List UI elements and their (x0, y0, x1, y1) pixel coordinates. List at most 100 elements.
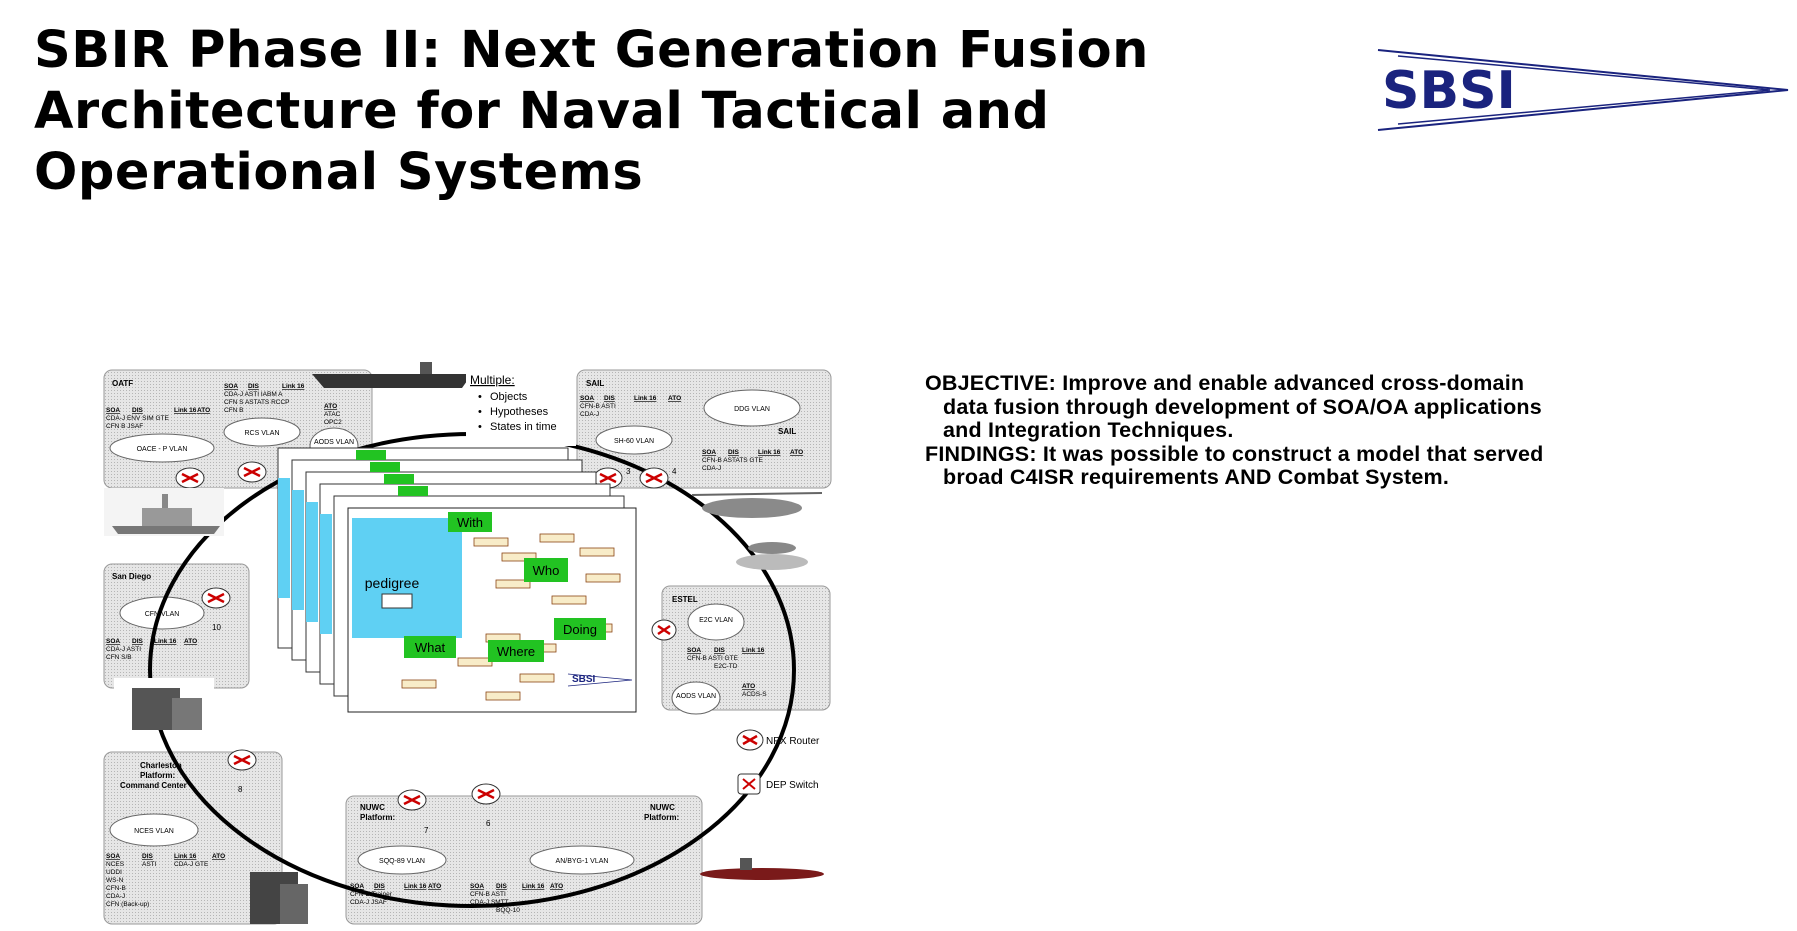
label-what: What (404, 636, 456, 658)
routers: 3 4 10 8 7 6 (175, 461, 677, 835)
cloud-ddg: DDG VLAN (703, 389, 801, 427)
legend-router-icon (736, 729, 764, 751)
cloud-sh60-label: SH-60 VLAN (614, 438, 654, 445)
ch-col-row-1: ASTI (142, 861, 157, 868)
oatf-left-row-2: CFN B JSAF (106, 423, 143, 430)
ch-col-ato: ATO (212, 853, 225, 860)
submarine-image (700, 858, 824, 880)
oatf-top-row-2: CFN S ASTATS RCCP (224, 399, 290, 406)
svg-text:Where: Where (497, 644, 535, 659)
nuwcl-row-2: CDA-J JSAF (350, 899, 387, 906)
ch-col-soa: SOA (106, 853, 120, 860)
estel-col-link16: Link 16 (742, 647, 765, 654)
router-7: 7 (397, 789, 429, 835)
objective-line-3: and Integration Techniques. (943, 418, 1234, 442)
router-3-number: 3 (626, 467, 631, 476)
sail-bottom-row-1: CFN-B ASTATS GTE (702, 457, 763, 464)
ch-col-dis: DIS (142, 853, 154, 860)
sd-col-ato: ATO (184, 638, 197, 645)
title-line-1: SBIR Phase II: Next Generation Fusion (34, 21, 1149, 80)
router-10-number: 10 (212, 623, 221, 632)
pedigree-label: pedigree (365, 575, 420, 591)
building-image-2 (250, 872, 308, 924)
svg-text:Who: Who (533, 563, 560, 578)
cloud-anbyg1-label: AN/BYG-1 VLAN (556, 858, 609, 865)
charleston-line-2: Platform: (140, 771, 175, 780)
router-6: 6 (471, 783, 501, 828)
sail-b-col-link16: Link 16 (758, 449, 781, 456)
region-nuwc: NUWC Platform: NUWC Platform: (345, 795, 703, 925)
cloud-ddg-label: DDG VLAN (734, 406, 770, 413)
legend: NPX Router DEP Switch (736, 729, 820, 795)
oatf-top-col-link16: Link 16 (282, 383, 305, 390)
charleston-line-1: Charleston (140, 761, 182, 770)
building-image-1 (114, 678, 214, 730)
nuwc-right-line-2: Platform: (644, 813, 679, 822)
cloud-rcs-label: RCS VLAN (244, 430, 279, 437)
charleston-line-3: Command Center (120, 781, 187, 790)
objective-findings-text: OBJECTIVE: Improve and enable advanced c… (925, 371, 1725, 490)
legend-router-label: NPX Router (766, 736, 820, 747)
nuwc-right-line-1: NUWC (650, 803, 675, 812)
sail-b-col-soa: SOA (702, 449, 716, 456)
mini-sbsi-logo: SBSI (567, 673, 633, 687)
cloud-sh60: SH-60 VLAN (595, 425, 673, 455)
sail-top-row-2: CDA-J (580, 411, 599, 418)
estel-col-dis: DIS (714, 647, 726, 654)
multiple-box: Multiple: • Objects • Hypotheses • State… (466, 370, 576, 446)
ch-col-link16: Link 16 (174, 853, 197, 860)
sd-col-link16: Link 16 (154, 638, 177, 645)
svg-text:Doing: Doing (563, 622, 597, 637)
router-8-number: 8 (238, 785, 243, 794)
nuwcr-row-2: CDA-J SMTT (470, 899, 509, 906)
cloud-rcs: RCS VLAN (223, 417, 301, 447)
sbsi-logo-graphic: SBSI (1377, 49, 1789, 131)
ch-row-6: CFN (Back-up) (106, 901, 149, 908)
objective-line-1: OBJECTIVE: Improve and enable advanced c… (925, 371, 1525, 395)
nuwcr-col-link16: Link 16 (522, 883, 545, 890)
nuwcr-col-dis: DIS (496, 883, 508, 890)
legend-switch-icon (737, 773, 761, 795)
cloud-nces: NCES VLAN (109, 813, 199, 847)
svg-text:With: With (457, 515, 483, 530)
logo-text: SBSI (1382, 61, 1516, 121)
aircraft-carrier-image (312, 362, 472, 388)
cloud-cfn: CFN VLAN (119, 596, 205, 630)
oatf-col-dis: DIS (132, 407, 144, 414)
cloud-aods-oatf-label: AODS VLAN (314, 439, 354, 446)
ch-row-3: WS-N (106, 877, 124, 884)
oatf-top-row-1: CDA-J ASTI IABM A (224, 391, 283, 398)
title-line-3: Operational Systems (34, 143, 644, 202)
sd-col-soa: SOA (106, 638, 120, 645)
oatf-col-soa: SOA (106, 407, 120, 414)
multiple-bullet-1: • (478, 391, 482, 403)
nuwcl-col-dis: DIS (374, 883, 386, 890)
multiple-item-2: Hypotheses (490, 406, 549, 418)
nuwcl-col-ato: ATO (428, 883, 441, 890)
multiple-item-1: Objects (490, 391, 528, 403)
sail-top-row-1: CFN-B ASTI (580, 403, 616, 410)
nuwcl-col-soa: SOA (350, 883, 364, 890)
ch-row-2: UDDI (106, 869, 122, 876)
router-10: 10 (201, 587, 231, 632)
multiple-bullet-2: • (478, 406, 482, 418)
region-estel-label: ESTEL (672, 595, 698, 604)
oatf-ato-row-2: OPC2 (324, 419, 342, 426)
router-8: 8 (227, 749, 257, 794)
nuwcl-col-link16: Link 16 (404, 883, 427, 890)
nuwcr-row-1: CFN-B ASTI (470, 891, 506, 898)
sd-row-1: CDA-J ASTI (106, 646, 141, 653)
nuwc-left-line-1: NUWC (360, 803, 385, 812)
oatf-left-row-1: CDA-J ENV SIM GTE (106, 415, 170, 422)
svg-text:SBSI: SBSI (572, 674, 596, 685)
cloud-e2c-label: E2C VLAN (699, 617, 733, 624)
router-4-number: 4 (672, 467, 677, 476)
sbsi-logo: SBSI (1370, 42, 1790, 137)
sd-row-2: CFN S/B (106, 654, 132, 661)
oatf-col-ato: ATO (197, 407, 210, 414)
title-line-2: Architecture for Naval Tactical and (34, 82, 1050, 141)
fusion-screens-stack: pedigree With Who Doing What (277, 447, 637, 713)
network-diagram: OATF SAIL SAIL San Diego ESTEL Charlesto… (102, 348, 832, 926)
helicopter-image (691, 492, 823, 518)
multiple-title: Multiple: (470, 373, 515, 387)
